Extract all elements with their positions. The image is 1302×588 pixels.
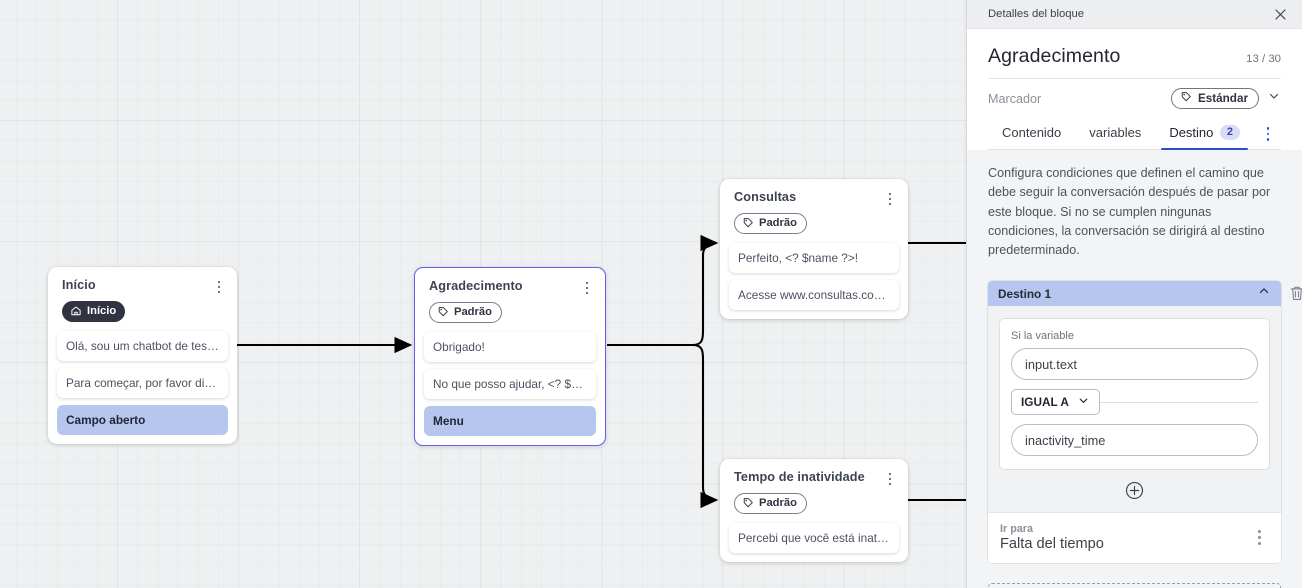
operator-row: IGUAL A (1011, 389, 1258, 416)
flow-node-agradecimento[interactable]: Agradecimento Padrão Obrigado! No que po… (414, 267, 606, 447)
panel-title-row: Agradecimento 13 / 30 (988, 29, 1281, 79)
tab-contenido[interactable]: Contenido (988, 120, 1075, 149)
node-tag-label: Padrão (454, 306, 492, 319)
kebab-menu-icon[interactable] (1249, 527, 1269, 549)
node-body: Obrigado! No que posso ajudar, <? $name … (415, 332, 605, 445)
flow-node-inicio[interactable]: Início Início Olá, sou um chatbot de tes… (48, 267, 237, 445)
chevron-up-icon[interactable] (1257, 284, 1271, 303)
node-bubble-highlight[interactable]: Campo aberto (57, 405, 228, 436)
marker-controls: Estándar (1170, 88, 1281, 109)
destination-card: Destino 1 Si la variable input.text (988, 281, 1302, 564)
node-body: Perfeito, <? $name ?>! Acesse www.consul… (720, 243, 908, 319)
add-condition-row (988, 470, 1281, 512)
node-tag-default[interactable]: Padrão (429, 301, 502, 323)
node-bubble[interactable]: Perfeito, <? $name ?>! (729, 243, 899, 274)
operator-label: IGUAL A (1021, 395, 1069, 410)
node-title: Tempo de inatividade (734, 470, 865, 484)
marker-chip-label: Estándar (1197, 92, 1248, 105)
node-bubble[interactable]: Obrigado! (424, 332, 596, 363)
destination-header[interactable]: Destino 1 (988, 281, 1281, 307)
close-icon[interactable] (1269, 3, 1291, 25)
chevron-down-icon (1077, 394, 1090, 410)
goto-texts: Ir para Falta del tiempo (1000, 523, 1104, 552)
tag-icon (1180, 91, 1192, 106)
node-bubble[interactable]: No que posso ajudar, <? $name ... (424, 369, 596, 400)
flow-node-consultas[interactable]: Consultas Padrão Perfeito, <? $name ?>! … (720, 179, 908, 320)
marker-row: Marcador Estándar (988, 79, 1281, 119)
tab-label: variables (1089, 125, 1142, 140)
node-bubble[interactable]: Acesse www.consultas.com par... (729, 280, 899, 311)
add-destination-button[interactable]: Agregar destino (988, 583, 1281, 588)
tab-variables[interactable]: variables (1075, 120, 1155, 149)
node-bubble-highlight[interactable]: Menu (424, 406, 596, 437)
marker-label: Marcador (988, 91, 1042, 106)
panel-tabs: Contenido variables Destino 2 (988, 119, 1281, 151)
node-header: Agradecimento Padrão (415, 268, 605, 332)
node-title: Consultas (734, 190, 797, 204)
operator-select[interactable]: IGUAL A (1011, 389, 1100, 416)
block-details-panel: Detalles del bloque Agradecimento 13 / 3… (966, 0, 1302, 588)
node-title: Início (62, 278, 96, 292)
node-header: Início Início (48, 267, 237, 331)
page-title: Agradecimento (988, 45, 1121, 67)
home-icon (70, 305, 82, 317)
chevron-down-icon[interactable] (1267, 89, 1281, 108)
panel-header-section: Agradecimento 13 / 30 Marcador Estándar (967, 29, 1302, 151)
node-tag-default[interactable]: Padrão (734, 212, 807, 234)
panel-content: Configura condiciones que definen el cam… (967, 150, 1302, 588)
node-menu-button[interactable] (579, 279, 595, 297)
variable-input[interactable]: input.text (1011, 348, 1258, 381)
node-bubble[interactable]: Para começar, por favor digite o ... (57, 368, 228, 399)
node-tag-label: Padrão (759, 497, 797, 510)
trash-icon[interactable] (1289, 285, 1302, 303)
node-tag-label: Início (87, 305, 117, 318)
goto-label: Ir para (1000, 523, 1034, 536)
marker-chip-estandar[interactable]: Estándar (1170, 88, 1259, 109)
panel-topbar-title: Detalles del bloque (988, 8, 1085, 20)
node-tag-label: Padrão (759, 217, 797, 230)
node-tag-default[interactable]: Padrão (734, 492, 807, 514)
kebab-menu-icon[interactable] (1255, 119, 1281, 149)
panel-topbar: Detalles del bloque (967, 0, 1302, 29)
tag-icon (742, 497, 754, 509)
node-menu-button[interactable] (882, 470, 898, 488)
tab-label: Contenido (1002, 125, 1062, 140)
node-bubble[interactable]: Percebi que você está inativo. C... (729, 523, 899, 554)
goto-value: Falta del tiempo (1000, 536, 1104, 553)
tab-label: Destino (1169, 124, 1214, 140)
goto-row[interactable]: Ir para Falta del tiempo (988, 512, 1281, 564)
node-menu-button[interactable] (211, 278, 227, 296)
tag-icon (742, 217, 754, 229)
node-tag-start[interactable]: Início (62, 300, 126, 322)
flow-node-tempo-de-inatividade[interactable]: Tempo de inatividade Padrão Percebi que … (720, 459, 908, 563)
node-bubble[interactable]: Olá, sou um chatbot de teste! (57, 331, 228, 362)
node-body: Olá, sou um chatbot de teste! Para começ… (48, 331, 237, 444)
plus-circle-icon[interactable] (1125, 481, 1144, 500)
node-menu-button[interactable] (882, 190, 898, 208)
flow-canvas[interactable]: Início Início Olá, sou um chatbot de tes… (0, 0, 966, 588)
tab-badge-count: 2 (1220, 124, 1240, 140)
node-header: Consultas Padrão (720, 179, 908, 243)
condition-box: Si la variable input.text IGUAL A inacti… (999, 318, 1270, 471)
node-body: Percebi que você está inativo. C... (720, 523, 908, 562)
condition-label: Si la variable (1011, 330, 1074, 343)
char-count: 13 / 30 (1246, 53, 1281, 65)
comparison-input[interactable]: inactivity_time (1011, 424, 1258, 457)
tag-icon (437, 306, 449, 318)
destination-header-title: Destino 1 (998, 286, 1052, 301)
flow-edges (237, 234, 966, 509)
node-title: Agradecimento (429, 279, 523, 293)
destination-description: Configura condiciones que definen el cam… (988, 166, 1271, 258)
node-header: Tempo de inatividade Padrão (720, 459, 908, 523)
tab-destino[interactable]: Destino 2 (1155, 120, 1253, 151)
